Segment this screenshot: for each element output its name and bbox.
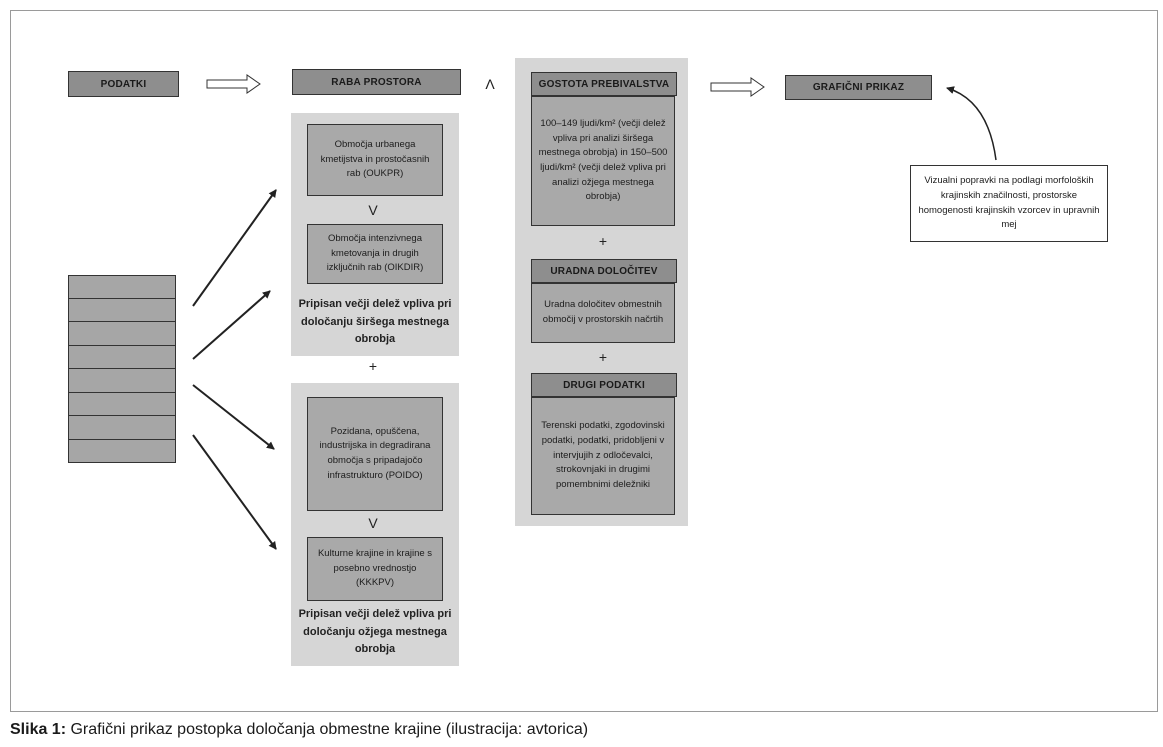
data-layer	[68, 298, 176, 322]
arrow-visual-to-graficni	[946, 86, 997, 161]
header-gostota-prebivalstva: GOSTOTA PREBIVALSTVA	[531, 72, 677, 96]
header-podatki: PODATKI	[68, 71, 179, 97]
data-layer	[68, 322, 176, 346]
note-ozji-obrobje: Pripisan večji delež vpliva pri določanj…	[298, 608, 452, 656]
operator-or-2: V	[368, 515, 378, 531]
box-visual-corrections: Vizualni popravki na podlagi morfoloških…	[910, 165, 1108, 242]
header-raba-prostora: RABA PROSTORA	[292, 69, 461, 95]
data-layer	[68, 369, 176, 393]
box-kkkpv: Kulturne krajine in krajine s posebno vr…	[307, 537, 443, 601]
arrow-stack-to-oukpr	[192, 189, 277, 307]
arrow-stack-to-oikdir	[192, 290, 271, 360]
box-drugi-text: Terenski podatki, zgodovinski podatki, p…	[531, 397, 675, 515]
header-uradna-dolocitev: URADNA DOLOČITEV	[531, 259, 677, 283]
data-layer	[68, 416, 176, 440]
data-layer	[68, 439, 176, 463]
operator-plus-2: +	[598, 233, 608, 249]
operator-plus-1: +	[368, 358, 378, 374]
data-layer	[68, 275, 176, 299]
caption-label: Slika 1:	[10, 721, 67, 738]
box-oukpr: Območja urbanega kmetijstva in prostočas…	[307, 124, 443, 196]
figure-caption: Slika 1: Grafični prikaz postopka določa…	[10, 721, 588, 739]
hollow-arrow-podatki-raba	[206, 74, 261, 94]
header-graficni-prikaz: GRAFIČNI PRIKAZ	[785, 75, 932, 100]
box-oikdir: Območja intenzivnega kmetovanja in drugi…	[307, 224, 443, 284]
data-layer-stack	[68, 275, 176, 463]
box-uradna-text: Uradna določitev obmestnih območij v pro…	[531, 283, 675, 343]
box-poido: Pozidana, opuščena, industrijska in degr…	[307, 397, 443, 511]
caption-text: Grafični prikaz postopka določanja obmes…	[66, 721, 589, 738]
hollow-arrow-gostota-graficni	[710, 77, 765, 97]
data-layer	[68, 345, 176, 369]
operator-or-1: V	[368, 202, 378, 218]
data-layer	[68, 392, 176, 416]
box-gostota-text: 100–149 ljudi/km² (večji delež vpliva pr…	[531, 96, 675, 226]
note-sirsi-obrobje: Pripisan večji delež vpliva pri določanj…	[298, 298, 452, 346]
arrow-stack-to-poido	[192, 384, 275, 450]
operator-plus-3: +	[598, 349, 608, 365]
header-drugi-podatki: DRUGI PODATKI	[531, 373, 677, 397]
arrow-stack-to-kkkpv	[192, 434, 277, 550]
operator-and: Λ	[485, 76, 495, 92]
